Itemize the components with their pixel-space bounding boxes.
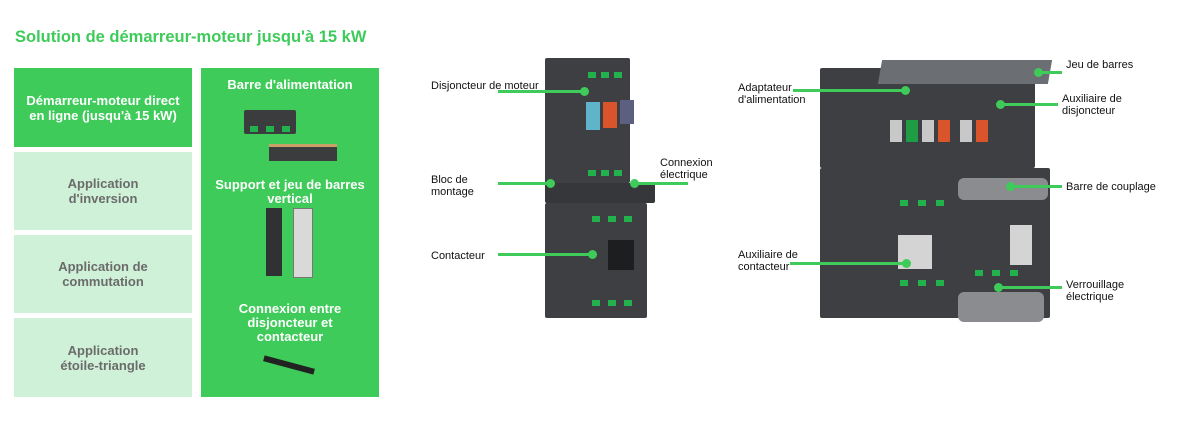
callout-dot (901, 86, 910, 95)
callout-dot (902, 259, 911, 268)
label-electrical-connection: Connexion électrique (660, 157, 713, 181)
app-label: Application de commutation (58, 259, 148, 289)
coupling-bar (958, 178, 1048, 200)
callout-dot (1006, 182, 1015, 191)
app-star-delta[interactable]: Application étoile-triangle (14, 318, 192, 397)
callout-dot (580, 87, 589, 96)
accessory-label: Connexion entre disjoncteur et contacteu… (238, 301, 342, 344)
callout-dot (546, 179, 555, 188)
mounting-block (545, 183, 655, 203)
electrical-interlock (958, 292, 1044, 322)
breakers-row (820, 68, 1035, 168)
label-power-adapter: Adaptateur d'alimentation (738, 82, 806, 106)
callout-dot (630, 179, 639, 188)
label-breaker-auxiliary: Auxiliaire de disjoncteur (1062, 93, 1122, 117)
app-switching[interactable]: Application de commutation (14, 235, 192, 313)
label-contactor: Contacteur (431, 250, 485, 262)
label-contactor-auxiliary: Auxiliaire de contacteur (738, 249, 798, 273)
accessory-label: Barre d'alimentation (227, 77, 353, 92)
busbar (877, 60, 1053, 84)
app-direct-starter[interactable]: Démarreur-moteur direct en ligne (jusqu'… (14, 68, 192, 147)
app-label: Application d'inversion (67, 176, 139, 206)
label-electrical-interlock: Verrouillage électrique (1066, 279, 1125, 303)
callout-dot (996, 100, 1005, 109)
power-bar-rail-image (269, 144, 337, 161)
callout-dot (588, 250, 597, 259)
label-mounting-block: Bloc de montage (431, 174, 474, 198)
app-reversing[interactable]: Application d'inversion (14, 152, 192, 230)
label-busbar: Jeu de barres (1066, 59, 1134, 71)
power-bar-image (244, 110, 296, 134)
vertical-busbar-image (293, 208, 313, 278)
app-label: Démarreur-moteur direct en ligne (jusqu'… (26, 92, 180, 123)
label-motor-breaker: Disjoncteur de moteur (431, 80, 539, 92)
page-title: Solution de démarreur-moteur jusqu'à 15 … (15, 28, 367, 46)
callout-dot (994, 283, 1003, 292)
callout-dot (1034, 68, 1043, 77)
connection-cable-image (263, 355, 315, 375)
app-label: Application étoile-triangle (60, 342, 146, 373)
support-image (266, 208, 282, 276)
accessories-panel: Barre d'alimentation Support et jeu de b… (201, 68, 379, 397)
label-coupling-bar: Barre de couplage (1066, 181, 1156, 193)
accessory-label: Support et jeu de barres vertical (215, 177, 365, 206)
